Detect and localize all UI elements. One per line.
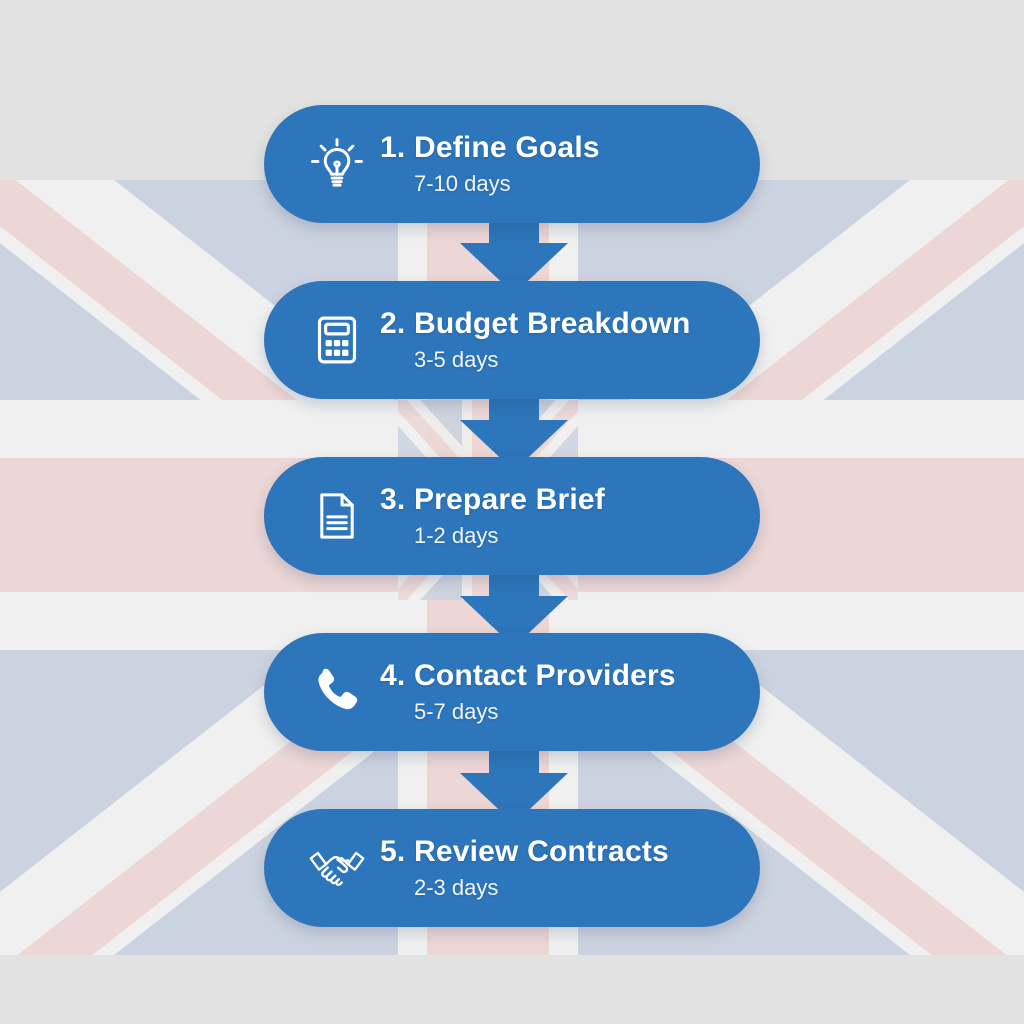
document-icon (306, 485, 368, 547)
step-card-1[interactable]: 1. Define Goals 7-10 days (264, 105, 760, 223)
step-title-1: 1. Define Goals (380, 131, 600, 164)
step-duration-3: 1-2 days (414, 523, 499, 548)
step-title-3: 3. Prepare Brief (380, 483, 605, 516)
step-title-2: 2. Budget Breakdown (380, 307, 691, 340)
arrow-step-2-to-3 (460, 389, 568, 471)
step-text-2: 2. Budget Breakdown 3-5 days (380, 309, 691, 371)
lightbulb-icon (306, 133, 368, 195)
arrow-step-1-to-2 (460, 212, 568, 294)
arrow-step-4-to-5 (460, 742, 568, 824)
step-title-4: 4. Contact Providers (380, 659, 676, 692)
step-text-3: 3. Prepare Brief 1-2 days (380, 485, 605, 547)
step-text-4: 4. Contact Providers 5-7 days (380, 661, 676, 723)
background-plain-bottom (0, 955, 1024, 1024)
step-duration-2: 3-5 days (414, 347, 499, 372)
step-text-5: 5. Review Contracts 2-3 days (380, 837, 669, 899)
step-duration-4: 5-7 days (414, 699, 499, 724)
step-title-5: 5. Review Contracts (380, 835, 669, 868)
step-duration-5: 2-3 days (414, 875, 499, 900)
phone-icon (306, 661, 368, 723)
handshake-icon (306, 837, 368, 899)
step-card-5[interactable]: 5. Review Contracts 2-3 days (264, 809, 760, 927)
calculator-icon (306, 309, 368, 371)
step-duration-1: 7-10 days (414, 171, 511, 196)
step-card-3[interactable]: 3. Prepare Brief 1-2 days (264, 457, 760, 575)
step-card-4[interactable]: 4. Contact Providers 5-7 days (264, 633, 760, 751)
step-card-2[interactable]: 2. Budget Breakdown 3-5 days (264, 281, 760, 399)
arrow-step-3-to-4 (460, 565, 568, 647)
step-text-1: 1. Define Goals 7-10 days (380, 133, 600, 195)
